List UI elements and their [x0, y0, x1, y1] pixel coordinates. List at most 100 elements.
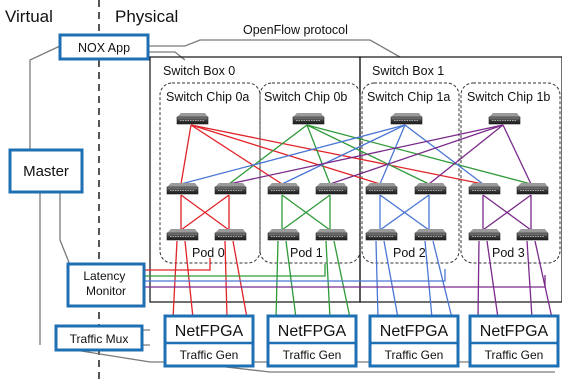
switch-chip-1b-label: Switch Chip 1b [467, 90, 550, 104]
switch-chip-1a-label: Switch Chip 1a [367, 90, 450, 104]
traffic-gen-label: Traffic Gen [385, 348, 444, 362]
latency-probe-line [144, 275, 546, 288]
traffic-gen-label: Traffic Gen [485, 348, 544, 362]
aggregation-switch-icon [365, 183, 398, 195]
traffic-gen-label: Traffic Gen [180, 348, 239, 362]
core-switch-icon [390, 113, 423, 125]
traffic-gen-label: Traffic Gen [283, 348, 342, 362]
core-switch-icon [488, 113, 521, 125]
host-link [477, 240, 480, 319]
pod-link [180, 194, 230, 231]
aggregation-switch-icon [516, 183, 549, 195]
core-link [228, 124, 504, 185]
edge-switch-icon [214, 229, 247, 241]
core-link [228, 124, 308, 185]
netfpga-traffic-gen-3[interactable]: NetFPGA Traffic Gen [468, 314, 560, 368]
pod-2-label: Pod 2 [393, 246, 426, 260]
host-link [486, 240, 499, 319]
netfpga-label: NetFPGA [380, 323, 449, 340]
netfpga-label: NetFPGA [278, 323, 347, 340]
latency-probe-line [144, 258, 211, 271]
nox-app-label: NOX App [78, 41, 130, 55]
pod-link [281, 194, 331, 231]
host-link [526, 240, 533, 319]
core-link [306, 124, 331, 185]
aggregation-switch-icon [414, 183, 447, 195]
nox-app-box[interactable] [58, 33, 150, 61]
switch-chip-0a-label: Switch Chip 0a [166, 90, 249, 104]
master-label: Master [23, 163, 69, 180]
netfpga-box[interactable] [468, 314, 560, 368]
core-link [190, 124, 283, 185]
core-link [281, 124, 406, 185]
fabric-links [144, 124, 553, 319]
edge-switch-icon [365, 229, 398, 241]
aggregation-switch-icon [468, 183, 501, 195]
latency-probe-line [144, 269, 446, 282]
switch-chip-0b [259, 82, 361, 264]
host-link [375, 240, 379, 319]
traffic-mux-box[interactable] [54, 324, 144, 352]
netfpga-traffic-gen-2[interactable]: NetFPGA Traffic Gen [368, 314, 460, 368]
edge-switch-icon [468, 229, 501, 241]
pod-link [379, 194, 430, 231]
host-link [285, 240, 297, 319]
switch-chip-1b [460, 82, 561, 264]
pod-1-label: Pod 1 [290, 246, 323, 260]
netfpga-traffic-gen-0[interactable]: NetFPGA Traffic Gen [163, 314, 255, 368]
latency-probe-line [144, 264, 326, 277]
host-link [224, 240, 228, 319]
netfpga-box[interactable] [368, 314, 460, 368]
edge-switch-icon [516, 229, 549, 241]
openflow-protocol-label: OpenFlow protocol [243, 23, 348, 37]
traffic-mux-label: Traffic Mux [70, 332, 129, 346]
core-link [379, 124, 406, 185]
edge-switch-icon [315, 229, 348, 241]
switch-box-1-label: Switch Box 1 [372, 64, 444, 78]
pod-0-label: Pod 0 [192, 246, 225, 260]
core-switch-icon [176, 113, 209, 125]
netfpga-label: NetFPGA [175, 323, 244, 340]
aggregation-switch-icon [214, 183, 247, 195]
virtual-label: Virtual [5, 7, 53, 26]
netfpga-traffic-gen-1[interactable]: NetFPGA Traffic Gen [266, 314, 358, 368]
latency-monitor-box[interactable] [66, 262, 146, 308]
host-link [275, 240, 279, 319]
edge-switch-icon [414, 229, 447, 241]
core-link [180, 124, 192, 185]
core-link [180, 124, 406, 185]
pod-link [482, 194, 532, 231]
core-link [306, 124, 532, 185]
netfpga-box[interactable] [163, 314, 255, 368]
master-box[interactable] [8, 148, 84, 194]
aggregation-switch-icon [166, 183, 199, 195]
pod-3-label: Pod 3 [492, 246, 525, 260]
host-link [184, 240, 194, 319]
host-link [232, 240, 248, 319]
edge-switch-icon [267, 229, 300, 241]
switch-box-0-label: Switch Box 0 [163, 64, 235, 78]
host-link [424, 240, 433, 319]
core-link [190, 124, 484, 185]
core-link [190, 124, 381, 185]
aggregation-switch-icon [267, 183, 300, 195]
netfpga-label: NetFPGA [480, 323, 549, 340]
switch-icons [166, 113, 549, 241]
host-link [534, 240, 553, 319]
switch-box-1 [359, 56, 562, 303]
host-link [333, 240, 351, 319]
latency-monitor-label: Latency Monitor [83, 269, 128, 298]
edge-switch-icon [166, 229, 199, 241]
netfpga-box[interactable] [266, 314, 358, 368]
physical-label: Physical [115, 7, 178, 26]
core-link [502, 124, 532, 185]
core-link [404, 124, 484, 185]
host-link [432, 240, 453, 319]
switch-chip-0b-label: Switch Chip 0b [264, 90, 347, 104]
host-link [383, 240, 399, 319]
core-switch-icon [292, 113, 325, 125]
core-link [428, 124, 504, 185]
